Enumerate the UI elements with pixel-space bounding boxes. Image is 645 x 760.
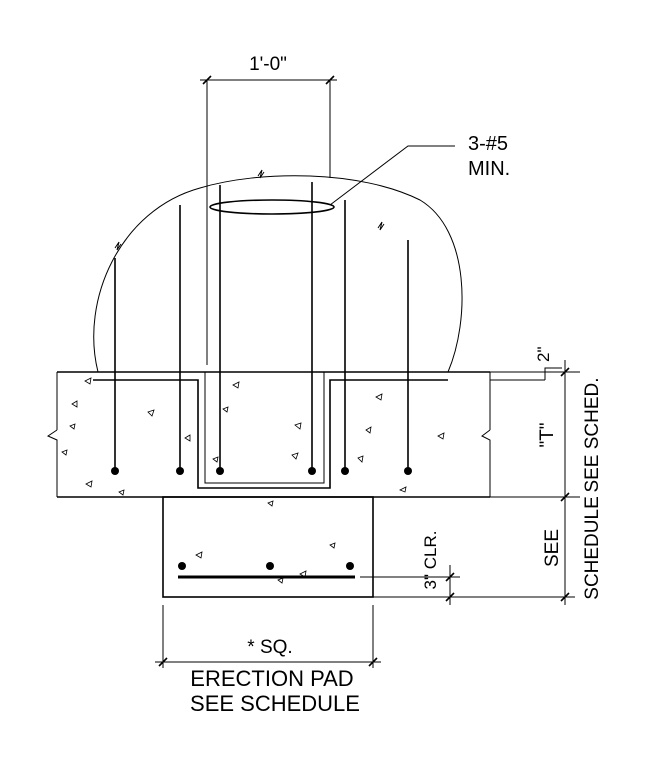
see-schedule-label: SEE SCHEDULE (190, 691, 360, 716)
thickness-label: "T" (537, 422, 558, 447)
vertical-bars (111, 182, 412, 475)
erection-pad (162, 496, 374, 598)
see-sched-label: SEE SCHED. (582, 377, 603, 492)
concrete-aggregate (61, 377, 445, 584)
dim-pad-right (360, 565, 575, 605)
dome-break-ticks (114, 169, 385, 251)
clearance-label: 3" CLR. (421, 531, 440, 590)
dim-thickness (490, 360, 580, 605)
pad-bars (178, 562, 355, 579)
bars-leader (329, 145, 455, 206)
slab-recess-outline (204, 372, 325, 484)
dim-width (200, 75, 337, 365)
erection-pad-label: ERECTION PAD (190, 666, 353, 691)
bars-min-label: MIN. (468, 158, 510, 180)
bar-bundle-callout (209, 199, 335, 215)
dim-width-label: 1'-0" (249, 54, 287, 75)
dome-outline (93, 175, 463, 373)
dim-pad-width (155, 605, 381, 668)
see-label: SEE (542, 529, 563, 567)
schedule-label: SCHEDULE (582, 496, 603, 599)
dim-top-cover-label: 2" (534, 347, 553, 363)
pad-size-label: * SQ. (247, 637, 292, 658)
bars-label: 3-#5 (468, 133, 508, 155)
slab-recess (93, 379, 448, 489)
